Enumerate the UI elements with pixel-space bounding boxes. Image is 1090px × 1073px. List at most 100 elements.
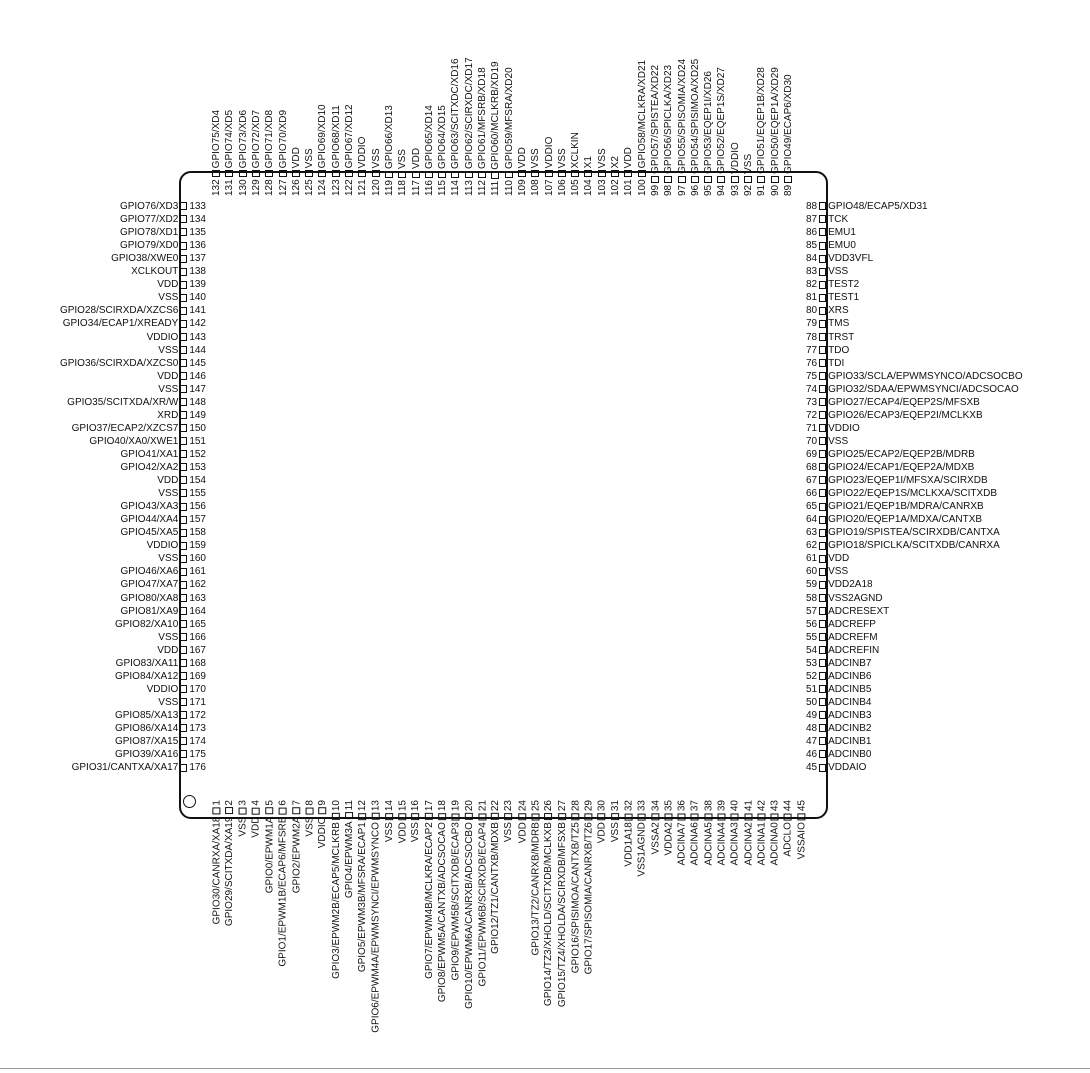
pin-name: GPIO53/EQEP1I/XD26: [703, 71, 715, 174]
pin-number: 91: [756, 184, 768, 196]
pin-name: GPIO44/XA4: [120, 514, 179, 526]
pin-number: 56: [806, 618, 818, 630]
pin-number: 94: [716, 184, 728, 196]
pin-number: 96: [689, 184, 701, 196]
pin-name: GPIO21/EQEP1B/MDRA/CANRXB: [828, 501, 984, 513]
pin-pad-icon: [544, 813, 553, 821]
pin-pad-icon: [180, 489, 188, 498]
pin-34: VSSA234: [650, 800, 662, 854]
pin-number: 6: [277, 800, 289, 806]
pin-name: VSS: [503, 822, 515, 843]
pin-pad-icon: [180, 554, 188, 563]
pin-name: GPIO15/TZ4/XHOLDA/SCIRXDB/MFSXB: [556, 822, 568, 1008]
pin-pad-icon: [637, 170, 646, 178]
pin-number: 45: [806, 762, 818, 774]
pin-number: 74: [806, 383, 818, 395]
pin-number: 110: [503, 180, 515, 196]
pin-number: 59: [806, 579, 818, 591]
pin-name: TDI: [828, 357, 845, 369]
pin-name: TEST2: [828, 279, 860, 291]
pin-91: 91GPIO51/EQEP1B/XD28: [756, 67, 768, 196]
pin-pad-icon: [180, 215, 188, 224]
pin-name: GPIO55/SPISOMIA/XD24: [676, 58, 688, 174]
pin-pad-icon: [345, 170, 354, 178]
pin-number: 157: [189, 514, 206, 526]
pin-number: 57: [806, 605, 818, 617]
pin-pad-icon: [504, 813, 513, 821]
pin-number: 109: [516, 179, 528, 196]
pin-pad-icon: [180, 267, 188, 276]
pin-10: GPIO3/EPWM2B/ECAP5/MCLKRB10: [331, 800, 343, 979]
pin-pad-icon: [180, 567, 188, 576]
pin-pad-icon: [451, 813, 460, 821]
pin-number: 18: [437, 800, 449, 812]
pin-number: 134: [189, 214, 206, 226]
pin-name: VSS: [158, 292, 179, 304]
pin-name: GPIO64/XD15: [437, 105, 449, 170]
pin-number: 137: [189, 253, 206, 265]
pin-name: GPIO62/SCIRXDC/XD17: [463, 57, 475, 170]
pin-pad-icon: [819, 698, 827, 707]
pin-number: 5: [264, 800, 276, 806]
pin-number: 85: [806, 240, 818, 252]
pin-number: 84: [806, 253, 818, 265]
pin-name: GPIO63/SCITXDC/XD16: [450, 58, 462, 170]
pin-pad-icon: [677, 175, 686, 183]
pin-name: GPIO19/SPISTEA/SCIRXDB/CANTXA: [828, 527, 1000, 539]
pin-number: 45: [796, 800, 808, 812]
pin-pad-icon: [819, 411, 827, 420]
pin-name: GPIO28/SCIRXDA/XZCS6: [59, 305, 179, 317]
pin-name: GPIO81/XA9: [120, 605, 179, 617]
pin-43: ADCINA043: [770, 800, 782, 865]
pin-name: GPIO26/ECAP3/EQEP2I/MCLKXB: [828, 409, 983, 421]
pin-name: XRS: [828, 305, 849, 317]
pin-number: 169: [189, 670, 206, 682]
pin-number: 22: [490, 800, 502, 812]
pin-name: ADCINA0: [769, 822, 781, 866]
pin-pad-icon: [819, 502, 827, 511]
pin-pad-icon: [345, 812, 354, 820]
pin-number: 11: [344, 800, 355, 811]
pin-pad-icon: [425, 171, 434, 179]
pin-number: 145: [189, 357, 206, 369]
pin-number: 139: [189, 279, 206, 291]
pin-pad-icon: [819, 463, 827, 472]
pin-pad-icon: [180, 685, 188, 694]
pin-pad-icon: [252, 807, 261, 815]
pin-number: 158: [189, 527, 206, 539]
pin-pad-icon: [180, 606, 188, 615]
pin-name: ADCINB5: [828, 683, 872, 695]
pin-number: 64: [806, 514, 818, 526]
pin-pad-icon: [411, 813, 420, 821]
pin-pad-icon: [265, 170, 274, 178]
pin-name: VSS: [610, 822, 621, 843]
pin-number: 61: [806, 553, 818, 565]
pin-name: VSS1AGND: [636, 822, 648, 877]
pin-pad-icon: [358, 170, 367, 178]
pin-name: GPIO48/ECAP5/XD31: [828, 201, 928, 212]
pin-name: GPIO17/SPISOMIA/CANRXB/TZ6: [583, 822, 595, 975]
pin-number: 124: [317, 179, 329, 196]
pin-number: 133: [189, 201, 206, 212]
pin-name: GPIO46/XA6: [120, 566, 179, 578]
pin-number: 42: [756, 800, 768, 812]
pin-name: GPIO73/XD6: [237, 109, 249, 169]
pin-pad-icon: [531, 813, 540, 821]
pin-pad-icon: [797, 813, 806, 821]
pin-name: GPIO5/EPWM3B/MFSRA/ECAP1: [357, 822, 369, 973]
pin-name: GPIO31/CANTXA/XA17: [71, 762, 179, 774]
pin-number: 10: [330, 800, 342, 812]
pin-number: 171: [189, 696, 206, 708]
pin-pad-icon: [819, 398, 827, 407]
pin-name: ADCREFIN: [828, 644, 880, 656]
pin-number: 16: [410, 800, 422, 812]
pin-name: GPIO77/XD2: [119, 214, 179, 226]
